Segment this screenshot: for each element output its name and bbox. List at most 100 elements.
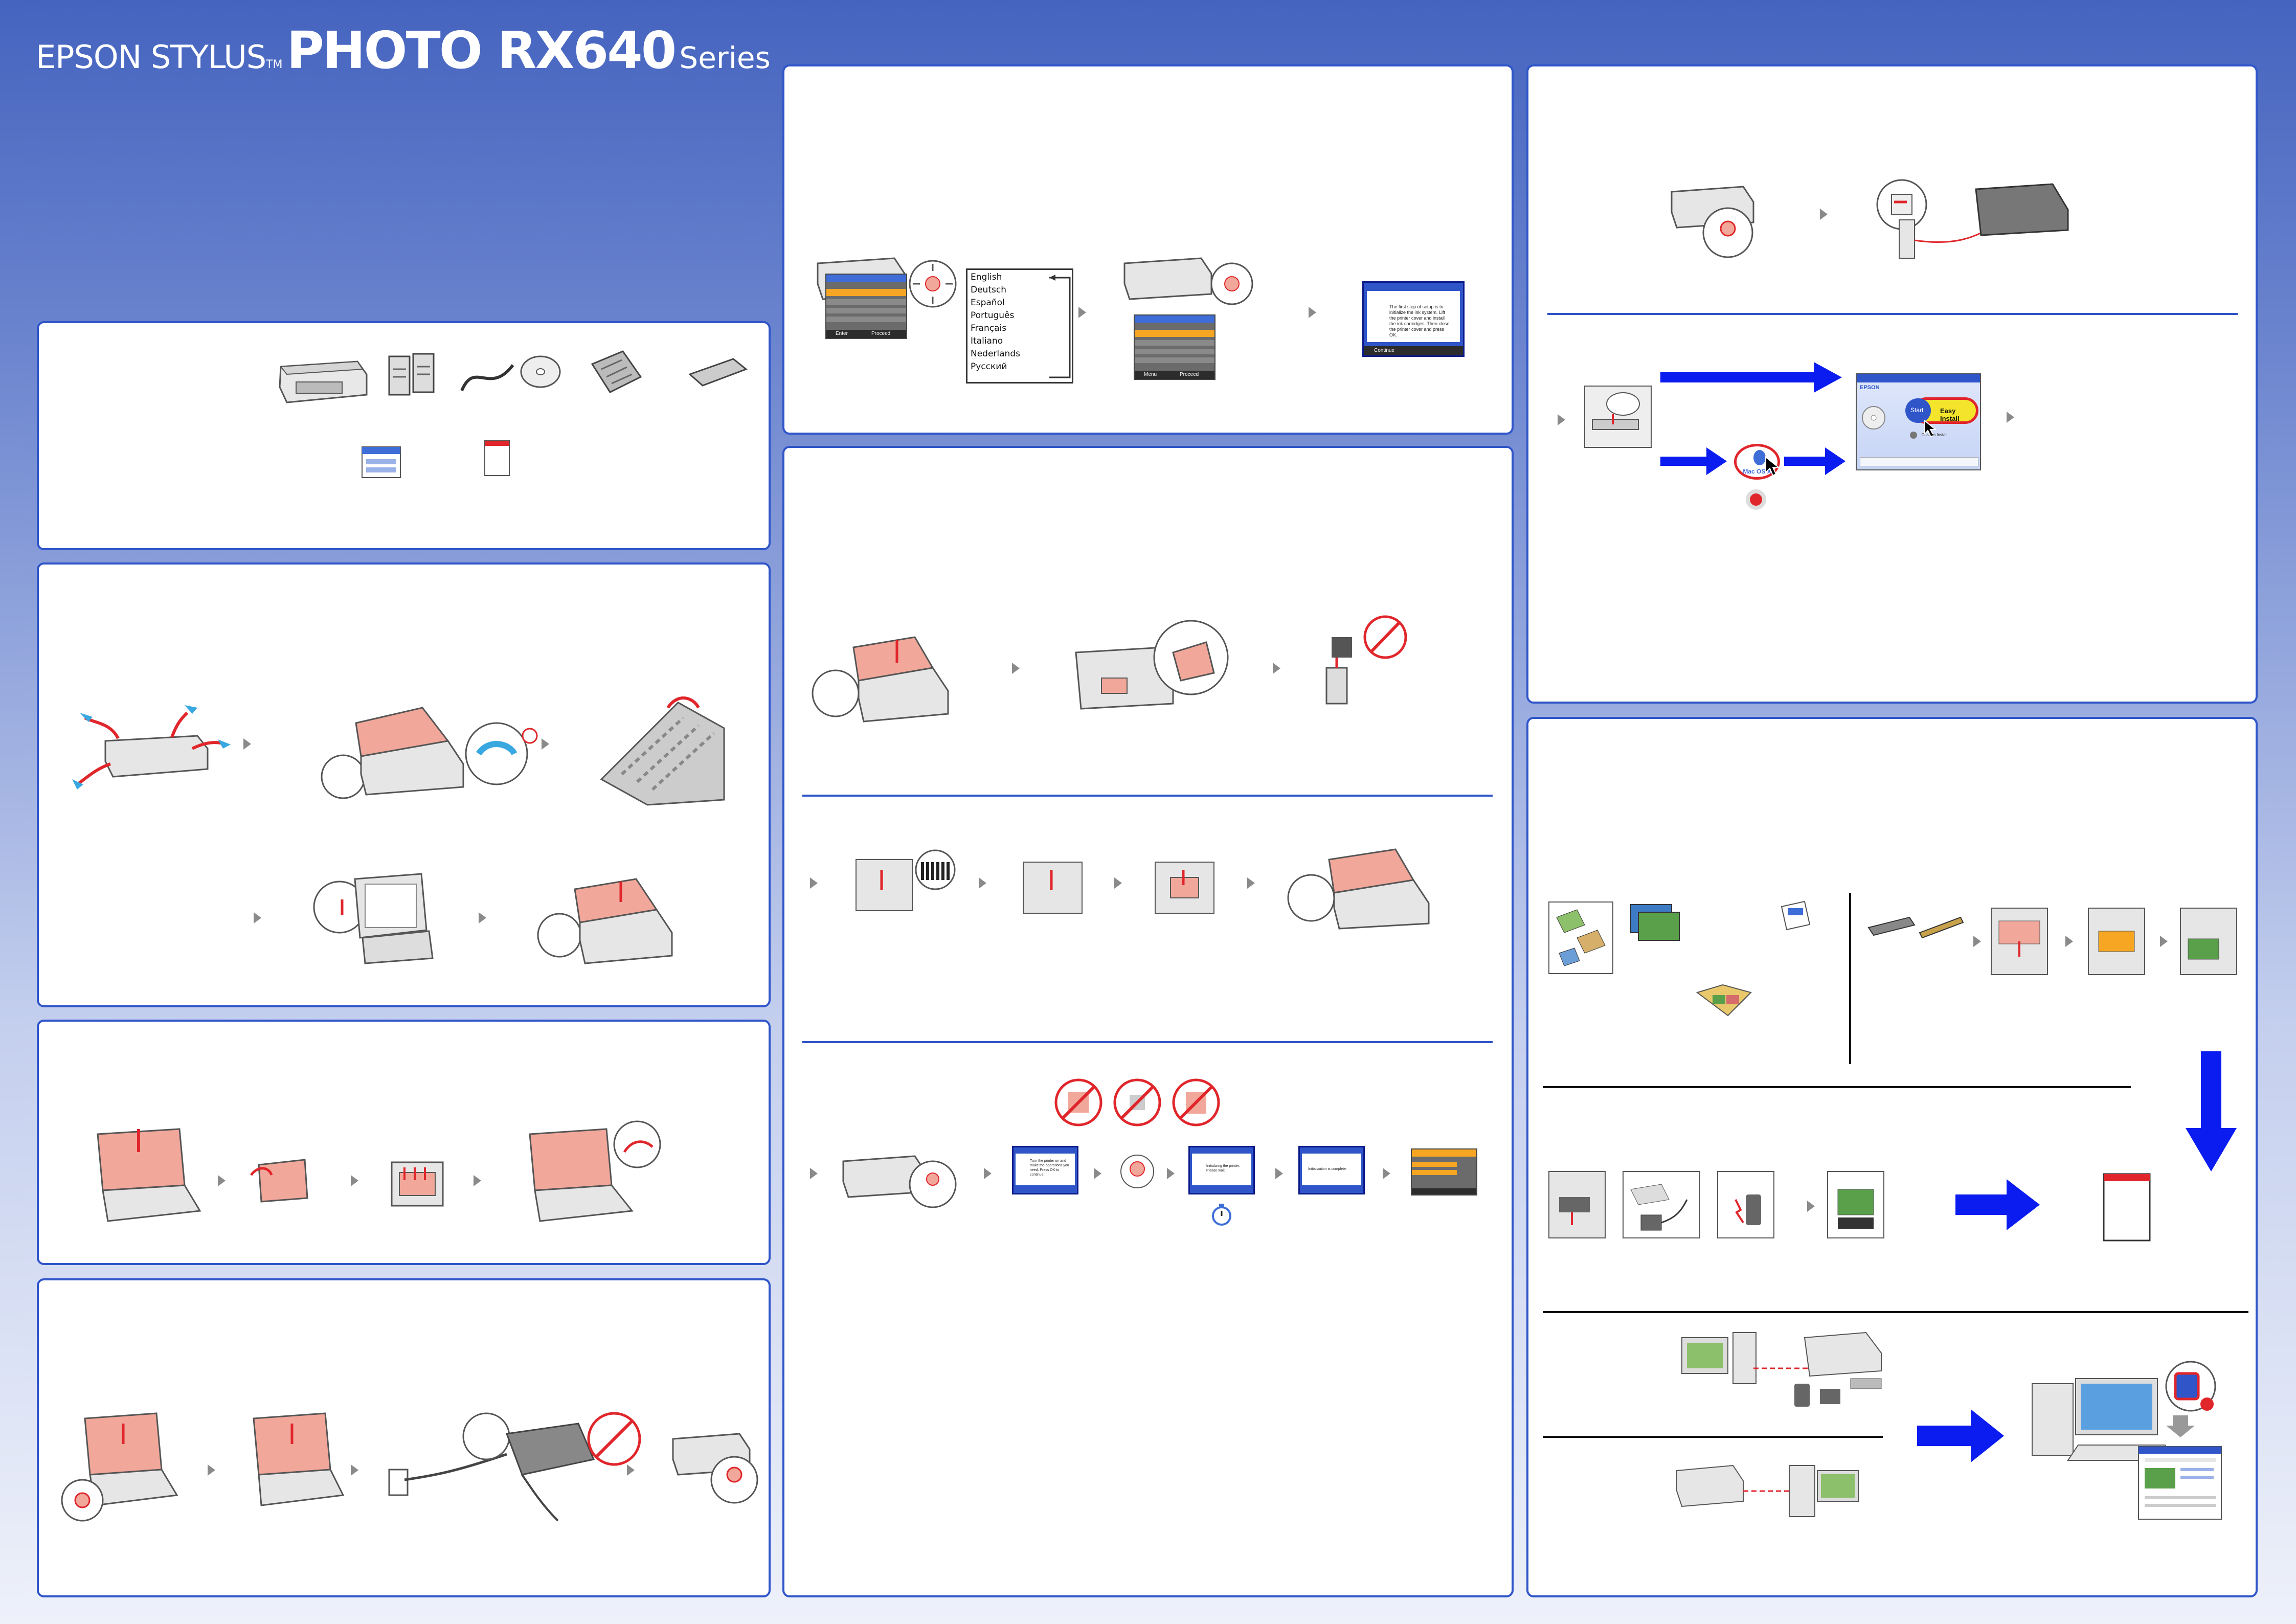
brand-name: EPSON STYLUS (36, 38, 266, 76)
epson-logo: EPSON (1860, 385, 1880, 391)
scanner-lid-illustration (313, 873, 434, 964)
raise-lid-illustration (97, 1128, 201, 1222)
down-arrow-icon (2166, 1415, 2195, 1437)
installer-window: EPSON Easy Install Start Custom Install (1856, 373, 1981, 470)
stopwatch-icon (1212, 1204, 1231, 1226)
camera-connection-illustration (1623, 1171, 1700, 1238)
start-label: Start (1910, 407, 1924, 414)
card-print-illustration (1827, 1171, 1884, 1238)
printer-tape-removal-illustration (72, 705, 231, 790)
memory-card-slot-illustration (1548, 1171, 1606, 1238)
step-arrow (1973, 936, 1981, 947)
step-arrow (979, 877, 986, 889)
document-mat-panel (37, 1020, 771, 1265)
step-arrow (243, 738, 251, 750)
step-arrow (1309, 307, 1316, 318)
mac-os-badge[interactable]: Mac OS X (1734, 444, 1780, 480)
cartridge-unpack-illustration (1325, 615, 1407, 705)
ink-cartridge-panel: Turn the printer on and make the operati… (782, 446, 1514, 1597)
step-arrow (254, 912, 261, 923)
close-cover-illustration (537, 878, 673, 964)
step-arrow (208, 1464, 215, 1476)
step-arrow (351, 1175, 358, 1186)
open-printer-cover-illustration (812, 636, 949, 723)
mat-removal-illustration (250, 1159, 308, 1203)
start-button[interactable]: Start (1905, 398, 1931, 423)
lcd-language-menu: Enter Proceed (825, 274, 907, 339)
custom-install-option[interactable]: Custom Install (1910, 431, 1971, 441)
custom-install-icon (1910, 431, 1917, 439)
manual-book-illustration (2103, 1173, 2151, 1242)
lcd-setup-dialog: The first step of setup is to initialize… (1362, 281, 1465, 357)
pc-memory-transfer-illustration (1681, 1332, 1882, 1407)
step-arrow (1275, 1168, 1283, 1179)
protective-film-illustration (600, 696, 725, 806)
step-arrow (1807, 1201, 1815, 1212)
photos-stack-illustration (1630, 904, 1680, 941)
cd-illustration (520, 355, 561, 388)
unpacking-panel (37, 321, 771, 550)
custom-install-label: Custom Install (1921, 433, 1948, 438)
blue-arrow-icon (1660, 362, 1842, 393)
close-holder-illustration (1155, 862, 1214, 914)
cd-icon (1862, 406, 1885, 430)
language-item: English (971, 272, 1002, 282)
dialog-continue-label: Continue (1374, 348, 1395, 353)
print-scanned-illustration (2180, 908, 2237, 975)
step-arrow (479, 912, 486, 923)
lcd-language-menu-2: Menu Proceed (1134, 314, 1215, 380)
film-strip-illustration (1867, 916, 1964, 939)
manual-illustration (484, 440, 510, 476)
language-item: Español (971, 298, 1005, 308)
ink-screen-2-text: Initializing the printer. Please wait. (1206, 1164, 1240, 1172)
language-item: Русский (971, 362, 1007, 372)
insert-cd-illustration (1584, 386, 1652, 448)
step-arrow (1078, 307, 1086, 318)
press-cartridge-illustration (1023, 862, 1083, 914)
language-item: Français (971, 323, 1007, 333)
step-arrow (351, 1464, 358, 1476)
mouse-cursor-icon (1765, 456, 1780, 477)
step-arrow (1114, 877, 1122, 889)
blue-arrow-icon (1955, 1179, 2040, 1230)
lcd-ink-screen-1: Turn the printer on and make the operati… (1012, 1146, 1078, 1194)
lower-cover-illustration (61, 1412, 178, 1522)
step-arrow (218, 1175, 226, 1186)
power-on-panel (37, 1278, 771, 1597)
film-holder-placement-illustration (391, 1161, 444, 1207)
step-arrow (984, 1168, 992, 1179)
phone-connection-illustration (1717, 1171, 1774, 1238)
ink-screen-3-text: Initialization is complete. (1308, 1167, 1347, 1171)
blue-arrow-icon (1784, 447, 1845, 475)
power-cord-illustration (460, 364, 514, 392)
power-cable-illustration (388, 1412, 641, 1522)
replace-mat-illustration (529, 1120, 661, 1222)
ink-cartridges-illustration (388, 353, 435, 396)
model-name: PHOTO RX640 (286, 20, 677, 80)
blue-arrow-icon (2186, 1051, 2237, 1171)
photo-prints-illustration (1548, 901, 1613, 974)
ok-button-illustration (842, 1155, 957, 1208)
book-illustration (1696, 984, 1752, 1017)
software-install-panel: Mac OS X EPSON Easy Install Start Cu (1526, 64, 2258, 704)
lower-lid-illustration (253, 1412, 345, 1506)
language-item: Nederlands (971, 349, 1020, 359)
press-ok-illustration (1120, 1155, 1154, 1188)
step-arrow (1167, 1168, 1175, 1179)
film-holder-illustration (591, 350, 642, 393)
lcd-ink-screen-3: Initialization is complete. (1298, 1146, 1365, 1194)
guide-screen-illustration (2138, 1446, 2222, 1520)
mac-os-icon (1753, 450, 1766, 465)
ink-screen-1-text: Turn the printer on and make the operati… (1030, 1159, 1069, 1177)
language-cycle-arrow (1049, 275, 1071, 378)
mac-os-label: Mac OS X (1743, 468, 1771, 475)
blue-arrow-icon (1660, 447, 1727, 475)
series-label: Series (679, 40, 771, 75)
language-list-box: English Deutsch Español Português França… (966, 268, 1073, 384)
step-arrow (810, 877, 818, 889)
setup-sheet-illustration (362, 446, 401, 478)
step-arrow (1820, 209, 1828, 220)
language-item: Deutsch (971, 285, 1006, 295)
printer-with-panel-illustration-2 (1123, 257, 1253, 305)
